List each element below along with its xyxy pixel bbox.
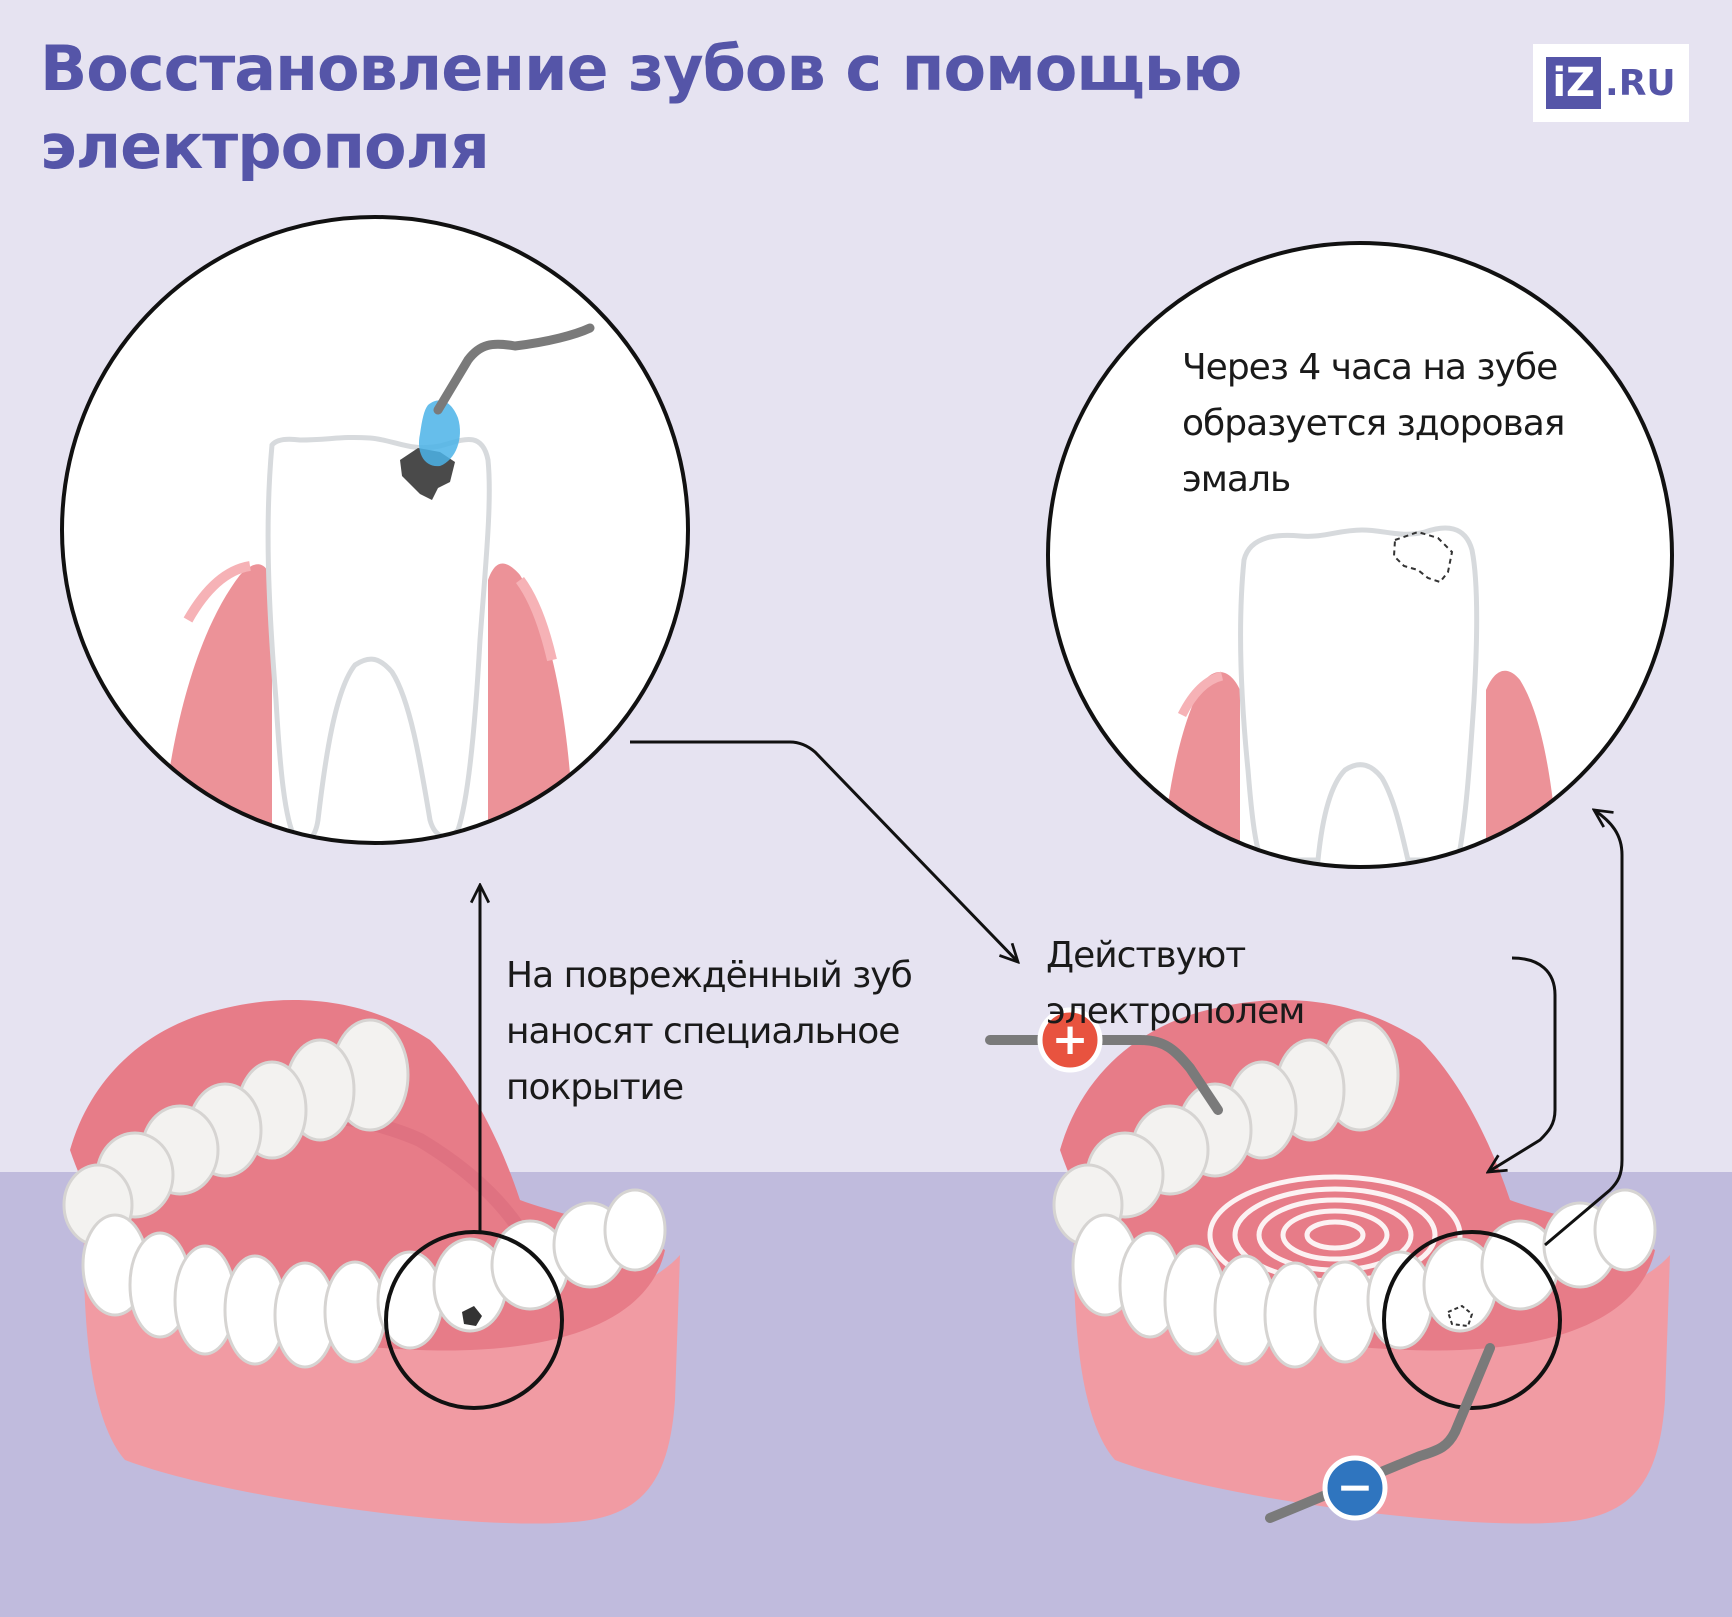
- step1-caption: На повреждённый зуб наносят специальное …: [506, 955, 913, 1108]
- arrow-field-to-jaw: [1488, 956, 1557, 1172]
- logo: iZ .RU: [1533, 44, 1689, 122]
- coating-blob: [418, 400, 460, 467]
- jaw-right: [1052, 1000, 1670, 1524]
- jaw-zoom-ring: [1382, 1230, 1562, 1410]
- tooth-healed: [1238, 525, 1480, 863]
- jaw-left: [62, 1000, 680, 1524]
- lower-teeth-row: [1071, 1188, 1657, 1369]
- jaw-cavity-dot: [462, 1306, 482, 1326]
- zoom-circle-healed-tooth: [1046, 241, 1674, 869]
- healed-spot: [1392, 530, 1454, 584]
- positive-electrode: [985, 1007, 1223, 1115]
- arrow-jaw-to-zoom-right: [1544, 810, 1624, 1247]
- plus-sign: +: [1051, 1014, 1089, 1065]
- jaw-base: [83, 1190, 680, 1524]
- minus-sign: −: [1336, 1462, 1374, 1513]
- jaw-base: [1073, 1190, 1670, 1524]
- logo-suffix: .RU: [1605, 62, 1676, 104]
- negative-electrode: [1265, 1343, 1495, 1523]
- jaw-healed-spot: [1446, 1304, 1474, 1328]
- step2-caption: Действуют электрополем: [1046, 935, 1305, 1032]
- logo-mark: iZ: [1546, 57, 1602, 109]
- arrow-zoom-to-field: [630, 740, 1018, 962]
- step3-caption: Через 4 часа на зубе образуется здоровая…: [1182, 347, 1565, 500]
- jaw-zoom-ring: [384, 1230, 564, 1410]
- tooth-damaged: [265, 434, 492, 843]
- dental-probe: [433, 323, 595, 415]
- zoom-circle-damaged-tooth: [60, 215, 690, 845]
- page-title: Восстановление зубов с помощью электропо…: [40, 32, 1242, 183]
- upper-teeth-row: [1052, 1018, 1400, 1247]
